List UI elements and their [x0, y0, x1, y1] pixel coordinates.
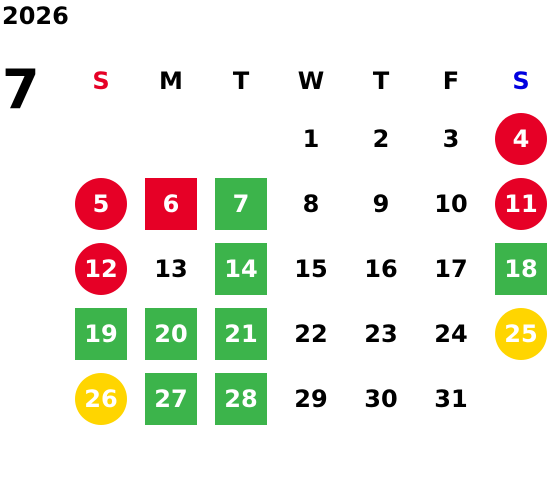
day-number: 25: [495, 307, 547, 360]
day-number: 27: [145, 372, 197, 425]
day-number: 7: [215, 177, 267, 230]
day-cell: 27: [136, 366, 206, 431]
day-cell: 11: [486, 171, 548, 236]
day-number: 18: [495, 242, 547, 295]
day-cell: 13: [136, 236, 206, 301]
day-cell: 26: [66, 366, 136, 431]
day-number: 24: [434, 319, 468, 348]
day-number: 30: [364, 384, 398, 413]
weekday-header-cell: S: [486, 56, 548, 106]
day-cell: 19: [66, 301, 136, 366]
day-number: 8: [302, 189, 320, 218]
day-number: 11: [495, 177, 547, 230]
day-cell: 2: [346, 106, 416, 171]
day-cell: 10: [416, 171, 486, 236]
day-number: 28: [215, 372, 267, 425]
day-number: 12: [75, 242, 127, 295]
day-number: 16: [364, 254, 398, 283]
day-cell: 16: [346, 236, 416, 301]
day-number: 4: [495, 112, 547, 165]
day-number: 9: [372, 189, 390, 218]
day-cell: 22: [276, 301, 346, 366]
day-number: 6: [145, 177, 197, 230]
day-cell: 14: [206, 236, 276, 301]
weekday-header-cell: F: [416, 56, 486, 106]
day-cell: [486, 366, 548, 431]
weekday-label: S: [92, 67, 110, 95]
day-cell: 28: [206, 366, 276, 431]
day-number: 23: [364, 319, 398, 348]
day-number: 15: [294, 254, 328, 283]
day-number: 20: [145, 307, 197, 360]
day-cell: 18: [486, 236, 548, 301]
weekday-header-cell: W: [276, 56, 346, 106]
day-number: 21: [215, 307, 267, 360]
day-cell: 17: [416, 236, 486, 301]
day-number: 29: [294, 384, 328, 413]
weekday-label: W: [297, 67, 325, 95]
year-label: 2026: [2, 2, 69, 30]
day-cell: 21: [206, 301, 276, 366]
week-row: 19 20 21 22 23 24 25: [66, 301, 548, 366]
day-cell: 9: [346, 171, 416, 236]
day-number: 31: [434, 384, 468, 413]
weekday-label: M: [159, 67, 183, 95]
day-cell: 5: [66, 171, 136, 236]
day-number: 3: [442, 124, 460, 153]
weekday-header-cell: T: [346, 56, 416, 106]
day-cell: 31: [416, 366, 486, 431]
day-cell: 12: [66, 236, 136, 301]
week-row: 26 27 28 29 30 31: [66, 366, 548, 431]
month-number: 7: [2, 58, 40, 121]
day-number: 19: [75, 307, 127, 360]
week-row: 12 13 14 15 16 17 18: [66, 236, 548, 301]
day-cell: 29: [276, 366, 346, 431]
day-number: 1: [302, 124, 320, 153]
day-number: 17: [434, 254, 468, 283]
day-cell: 1: [276, 106, 346, 171]
day-cell: 25: [486, 301, 548, 366]
day-cell: 24: [416, 301, 486, 366]
day-number: 10: [434, 189, 468, 218]
weekday-label: F: [442, 67, 460, 95]
day-cell: [136, 106, 206, 171]
day-number: 26: [75, 372, 127, 425]
day-cell: [206, 106, 276, 171]
weekday-header-cell: T: [206, 56, 276, 106]
day-cell: 7: [206, 171, 276, 236]
weekday-label: T: [232, 67, 250, 95]
day-cell: 3: [416, 106, 486, 171]
day-cell: 20: [136, 301, 206, 366]
day-number: 5: [75, 177, 127, 230]
day-cell: 15: [276, 236, 346, 301]
weekday-header-cell: S: [66, 56, 136, 106]
week-row: 1 2 3 4: [66, 106, 548, 171]
day-cell: 4: [486, 106, 548, 171]
day-number: 22: [294, 319, 328, 348]
day-cell: 8: [276, 171, 346, 236]
day-cell: 23: [346, 301, 416, 366]
day-cell: [66, 106, 136, 171]
day-cell: 6: [136, 171, 206, 236]
weekday-label: T: [372, 67, 390, 95]
weekday-header-cell: M: [136, 56, 206, 106]
day-number: 14: [215, 242, 267, 295]
weekday-label: S: [512, 67, 530, 95]
day-number: 2: [372, 124, 390, 153]
day-cell: 30: [346, 366, 416, 431]
day-number: 13: [154, 254, 188, 283]
